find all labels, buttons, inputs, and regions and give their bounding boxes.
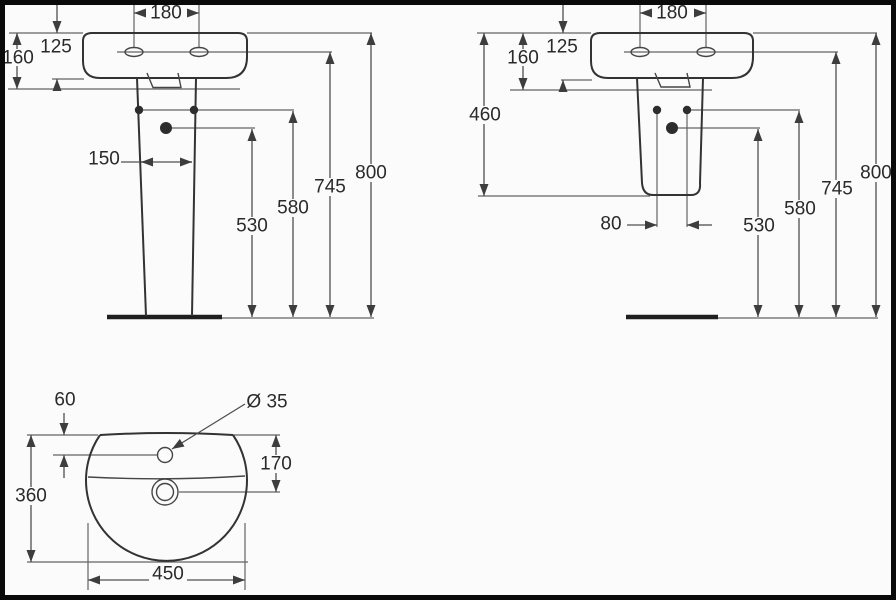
dim-label-tap-spacing: 180 (150, 3, 182, 24)
dim-label-semi-pedestal-height: 460 (469, 105, 501, 126)
reference-lines (477, 5, 877, 227)
dim-label-inlet-height: 530 (236, 216, 268, 237)
dim-label-underside-height: 745 (314, 177, 346, 198)
basin-back-edge (99, 432, 234, 436)
dim-label-tap-offset: 60 (54, 390, 75, 411)
basin-front-rim-line (87, 475, 246, 480)
tap-hole-left (630, 46, 650, 58)
diameter-leader-line (171, 403, 246, 450)
dim-label-inlet-height: 530 (743, 216, 775, 237)
dim-label-front-edge: 125 (40, 37, 72, 58)
fixing-hole-left (652, 105, 662, 115)
dim-label-fixing-height: 580 (784, 199, 816, 220)
front-view-full-pedestal: 180 160 125 150 530 580 745 800 (1, 3, 389, 320)
dim-label-fixing-spacing: 80 (600, 214, 621, 235)
dim-label-width: 450 (152, 564, 184, 585)
reference-lines (27, 434, 280, 590)
fixing-hole-left (134, 105, 144, 115)
dimension-labels: 180 160 125 150 530 580 745 800 (1, 3, 389, 237)
semi-pedestal-outline (636, 77, 704, 196)
dim-label-basin-height: 160 (507, 48, 539, 69)
dim-label-underside-height: 745 (821, 179, 853, 200)
drain-inner-circle (155, 482, 175, 502)
dim-label-total-height: 800 (355, 163, 387, 184)
pedestal-left-edge (136, 77, 147, 317)
tap-hole (156, 446, 174, 464)
trap-cover-outline (146, 72, 182, 89)
plan-view: 60 Ø 35 170 360 450 (13, 390, 295, 590)
tap-hole-left (124, 46, 144, 58)
water-inlet-point (666, 122, 678, 134)
pedestal-right-edge (191, 77, 197, 317)
dimension-labels: 60 Ø 35 170 360 450 (13, 390, 295, 585)
dim-label-total-height: 800 (860, 163, 892, 184)
basin-outline (82, 32, 248, 79)
dim-label-basin-height: 160 (2, 48, 34, 69)
trap-cover-outline (654, 72, 691, 88)
water-inlet-point (160, 122, 172, 134)
front-view-semi-pedestal: 180 160 125 460 80 530 580 745 800 (467, 3, 893, 320)
dimension-labels: 180 160 125 460 80 530 580 745 800 (467, 3, 893, 237)
tap-hole-right (696, 46, 716, 58)
drain-outer-circle (151, 478, 179, 506)
dim-label-depth: 360 (15, 486, 47, 507)
basin-plan-outline (85, 434, 248, 562)
dim-label-drain-offset: 170 (260, 454, 292, 475)
tap-hole-right (189, 46, 209, 58)
basin-outline (590, 32, 754, 79)
fixing-hole-right (682, 105, 692, 115)
dim-label-pedestal-width: 150 (88, 149, 120, 170)
dim-label-fixing-height: 580 (277, 198, 309, 219)
dim-label-tap-diameter: Ø 35 (246, 392, 287, 413)
dim-label-tap-spacing: 180 (656, 3, 688, 24)
fixing-hole-right (189, 105, 199, 115)
dim-label-front-edge: 125 (546, 37, 578, 58)
